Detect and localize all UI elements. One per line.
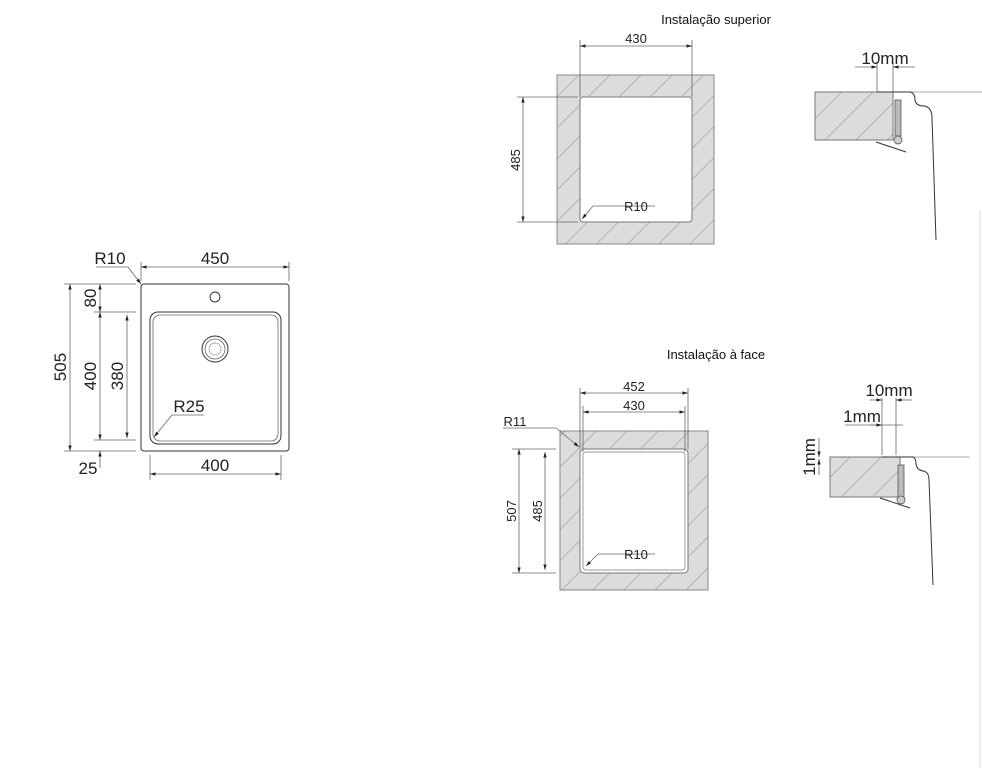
dim-gap: 10mm <box>865 381 912 400</box>
dim-recess-radius: R11 <box>504 414 527 429</box>
drain-icon <box>201 335 229 363</box>
dim-cutout-radius: R10 <box>624 199 648 214</box>
dim-cutout-depth: 485 <box>508 149 523 171</box>
dim-cutout-radius: R10 <box>624 547 648 562</box>
dim-recess-width: 452 <box>623 379 645 394</box>
dim-gap: 10mm <box>861 49 908 68</box>
dim-depth: 1mm <box>800 438 819 476</box>
flush-mount-section: 10mm 1mm 1mm <box>800 381 970 586</box>
cutout-opening <box>582 451 686 571</box>
top-mount-title: Instalação superior <box>661 12 772 27</box>
bowl-outline <box>149 311 282 445</box>
top-mount-cutout: Instalação superior 430 485 R10 <box>508 12 772 245</box>
cutout-opening <box>579 96 693 223</box>
dim-depth-overall: 505 <box>51 353 70 381</box>
top-mount-section: 10mm <box>814 49 982 241</box>
dim-outer-radius: R10 <box>94 249 125 268</box>
dim-bowl-depth-outer: 400 <box>81 362 100 390</box>
dim-front-margin: 25 <box>79 459 98 478</box>
dim-recess-depth: 507 <box>504 500 519 522</box>
dim-rear-deck: 80 <box>81 289 100 308</box>
dim-width-overall: 450 <box>201 249 229 268</box>
flush-mount-cutout: Instalação à face 452 430 R11 507 485 R1… <box>503 347 765 591</box>
dim-offset: 1mm <box>843 407 881 426</box>
sink-outline <box>140 283 290 452</box>
dim-bowl-width: 400 <box>201 456 229 475</box>
tap-hole <box>209 291 221 303</box>
dim-cutout-width: 430 <box>623 398 645 413</box>
dim-bowl-radius: R25 <box>173 397 204 416</box>
sink-top-view: 450 R10 505 80 400 380 25 R25 400 <box>51 249 290 480</box>
dim-cutout-width: 430 <box>625 31 647 46</box>
flush-mount-title: Instalação à face <box>667 347 765 362</box>
dim-bowl-depth-inner: 380 <box>108 362 127 390</box>
dim-cutout-depth: 485 <box>530 500 545 522</box>
